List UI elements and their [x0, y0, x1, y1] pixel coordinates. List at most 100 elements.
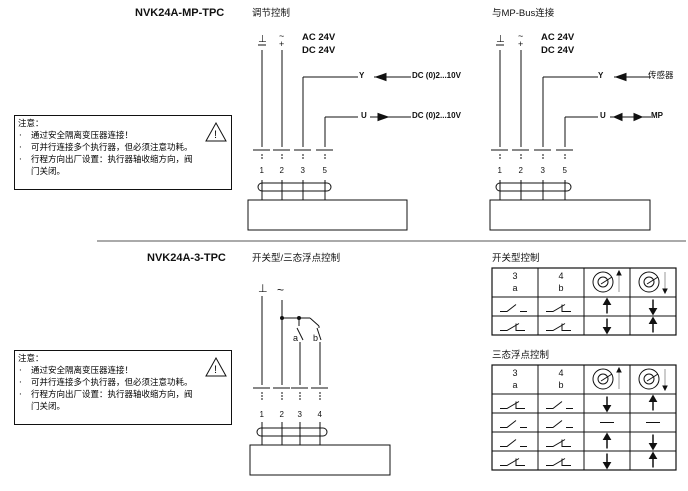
- plus-symbol: +: [279, 39, 284, 49]
- svg-text:!: !: [214, 129, 217, 141]
- arrowhead: [602, 432, 612, 440]
- u-label: U: [361, 111, 367, 120]
- arrowhead: [648, 451, 658, 459]
- arrowhead: [648, 394, 658, 402]
- dial-pointer: [600, 373, 613, 382]
- cable-sheath: [495, 182, 572, 192]
- ground-symbol: ⊥: [258, 34, 267, 45]
- valve-direction-icon: [638, 368, 668, 392]
- terminal-label: 1: [260, 166, 265, 175]
- travel-arrow: [662, 288, 668, 295]
- switch-a-contact: [296, 327, 304, 341]
- terminal-label: 4: [318, 410, 323, 419]
- switch-closed-icon: [546, 304, 571, 312]
- switch-open-icon: [546, 401, 573, 409]
- travel-arrow: [662, 385, 668, 392]
- arrowhead: [648, 443, 658, 451]
- svg-text:!: !: [214, 364, 217, 376]
- switch-open-icon: [500, 304, 527, 312]
- switch-open-icon: [500, 420, 527, 428]
- ac-symbol: ~: [277, 283, 284, 297]
- travel-arrow: [616, 366, 622, 373]
- switch-letter: a: [513, 283, 518, 293]
- u-label-r: U: [600, 111, 606, 120]
- note-item: 行程方向出厂设置：执行器轴收缩方向，阀门关闭。: [18, 154, 228, 178]
- terminal-label: 3: [301, 166, 306, 175]
- bidirectional-arrow-icon: [612, 112, 644, 122]
- model-title-mp: NVK24A-MP-TPC: [135, 7, 224, 19]
- terminal-label: 3: [298, 410, 303, 419]
- ground-symbol: ⊥: [496, 34, 505, 45]
- wire: [309, 317, 320, 327]
- terminal-label: 1: [498, 166, 503, 175]
- switch-b: b: [313, 333, 318, 343]
- supply-ac: AC 24V: [302, 32, 336, 43]
- note-heading: 注意：: [18, 119, 44, 129]
- dial-pointer: [646, 373, 659, 382]
- switch-open-icon: [546, 420, 573, 428]
- note-item: 通过安全隔离变压器连接！: [18, 365, 228, 377]
- arrow-in-icon: [614, 72, 627, 82]
- sensor-label: 传感器: [648, 70, 674, 80]
- arrow-in-icon: [374, 72, 387, 82]
- switch-closed-icon: [546, 458, 571, 466]
- switch-closed-icon: [546, 439, 571, 447]
- cable-sheath: [256, 427, 328, 437]
- note-heading: 注意：: [18, 354, 44, 364]
- terminal-label: 2: [519, 166, 524, 175]
- u-signal: DC (0)2...10V: [412, 111, 462, 120]
- note-item: 行程方向出厂设置：执行器轴收缩方向，阀门关闭。: [18, 389, 228, 413]
- floating-control-table: 3 a 4 b: [491, 364, 677, 471]
- note-item: 可并行连接多个执行器，但必须注意功耗。: [18, 377, 228, 389]
- dial: [592, 271, 614, 293]
- dial-inner: [597, 373, 609, 385]
- dial: [638, 368, 660, 390]
- terminal-number: 3: [513, 368, 518, 378]
- dial-pointer: [646, 276, 659, 285]
- supply-ac-r: AC 24V: [541, 32, 575, 43]
- valve-direction-icon: [592, 269, 622, 293]
- switch-a: a: [293, 333, 298, 343]
- arrowhead: [602, 327, 612, 335]
- terminal-number: 4: [559, 368, 564, 378]
- dial: [592, 368, 614, 390]
- switch-closed-icon: [500, 323, 525, 331]
- table2-title: 三态浮点控制: [492, 349, 549, 361]
- travel-arrow: [616, 269, 622, 276]
- terminal-number: 4: [559, 271, 564, 281]
- y-label: Y: [359, 71, 365, 80]
- subtitle-mpbus: 与MP-Bus连接: [492, 7, 555, 19]
- valve-direction-icon: [592, 366, 622, 390]
- arrowhead: [648, 308, 658, 316]
- arrowhead: [602, 405, 612, 413]
- terminal-label: 1: [260, 410, 265, 419]
- switch-closed-icon: [500, 401, 525, 409]
- terminal-label: 3: [541, 166, 546, 175]
- arrow-out-icon: [377, 112, 390, 122]
- dial-inner: [597, 276, 609, 288]
- warning-icon: !: [205, 122, 227, 142]
- switch-closed-icon: [500, 458, 525, 466]
- warning-icon: !: [205, 357, 227, 377]
- actuator-box: [489, 199, 651, 231]
- dial-pointer: [600, 276, 613, 285]
- dial: [638, 271, 660, 293]
- terminal-label: 5: [323, 166, 328, 175]
- switch-letter: b: [559, 380, 564, 390]
- switch-b-contact: [316, 327, 322, 341]
- cable-sheath: [257, 182, 332, 192]
- warning-note-2: 注意： 通过安全隔离变压器连接！可并行连接多个执行器，但必须注意功耗。行程方向出…: [14, 350, 232, 425]
- supply-dc: DC 24V: [302, 45, 336, 56]
- plus-symbol: +: [518, 39, 523, 49]
- model-title-3: NVK24A-3-TPC: [147, 252, 226, 264]
- dial-inner: [643, 276, 655, 288]
- terminal-label: 2: [280, 166, 285, 175]
- switch-letter: a: [513, 380, 518, 390]
- terminal-label: 2: [280, 410, 285, 419]
- note-item: 通过安全隔离变压器连接！: [18, 130, 228, 142]
